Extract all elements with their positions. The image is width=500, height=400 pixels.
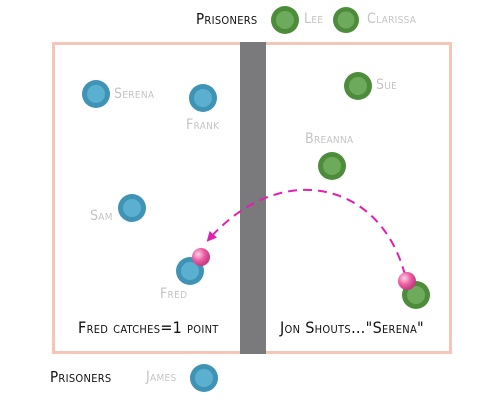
player-fred-label: Fred — [160, 286, 188, 302]
player-frank-token — [189, 84, 217, 112]
throw-arc-curved-arrow-icon — [206, 189, 406, 276]
ball-icon — [398, 272, 416, 290]
bottom-prisoners-heading: Prisoners — [50, 368, 112, 386]
right-caption: Jon Shouts…"Serena" — [280, 318, 424, 337]
player-sue-token — [344, 72, 372, 100]
top-prisoners-heading: Prisoners — [196, 10, 258, 28]
center-divider — [240, 42, 266, 354]
player-serena-label: Serena — [114, 86, 155, 102]
player-breanna-token — [318, 152, 346, 180]
player-sue-label: Sue — [376, 77, 398, 93]
left-caption: Fred catches=1 point — [78, 318, 219, 337]
prisoner-james-label: James — [146, 369, 177, 385]
ball-icon — [192, 248, 210, 266]
prisoner-clarissa-token — [333, 7, 359, 33]
player-sam-token — [118, 194, 146, 222]
player-breanna-label: Breanna — [305, 131, 354, 147]
player-frank-label: Frank — [186, 117, 220, 133]
prisoner-lee-token — [271, 6, 299, 34]
player-sam-label: Sam — [90, 208, 113, 224]
prisoner-james-token — [190, 364, 218, 392]
prisoner-lee-label: Lee — [304, 11, 324, 27]
prisoner-clarissa-label: Clarissa — [367, 11, 417, 27]
player-serena-token — [82, 80, 110, 108]
